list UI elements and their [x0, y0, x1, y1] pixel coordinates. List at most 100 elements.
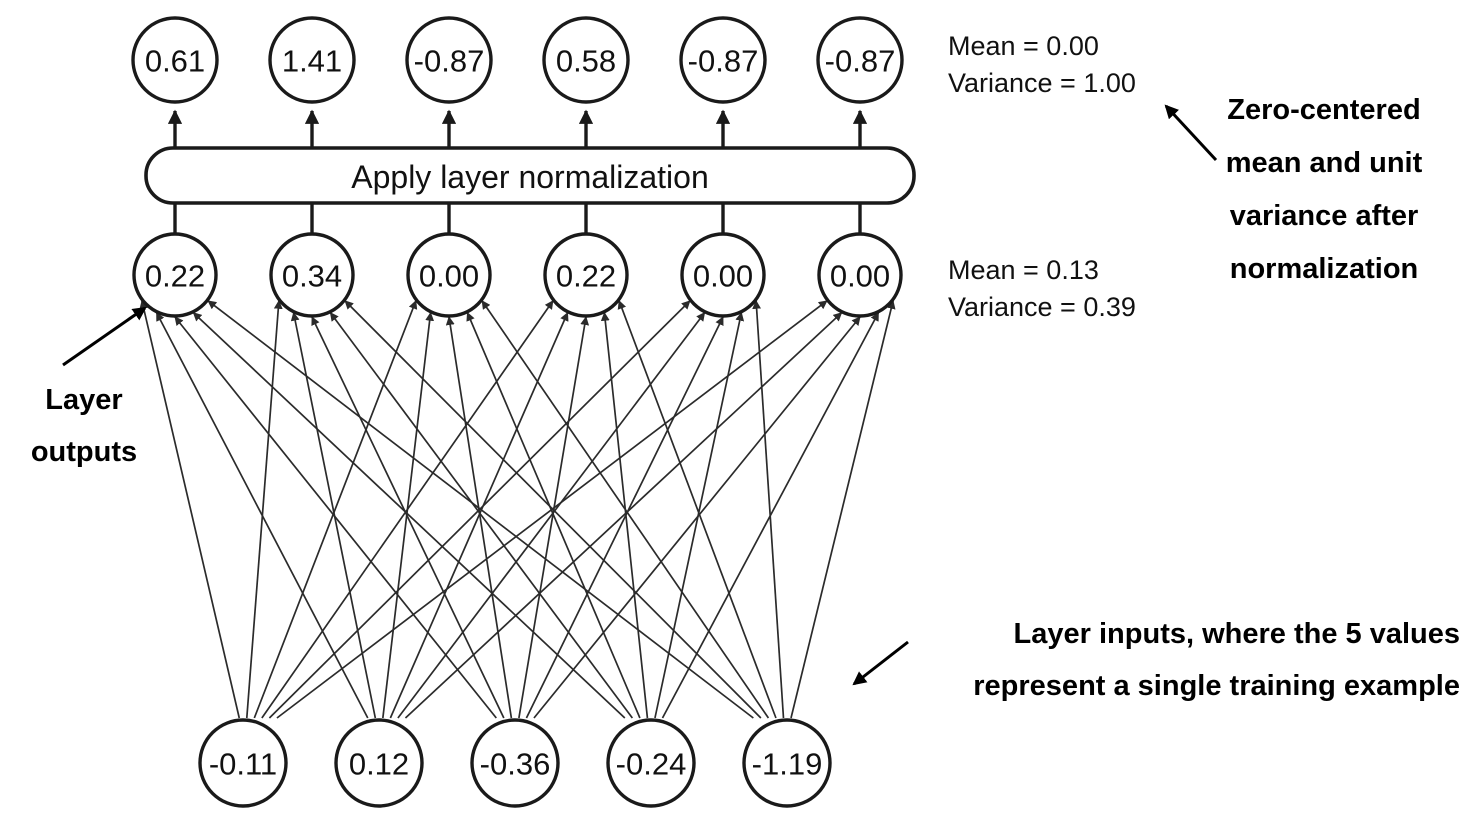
edge-input-2-to-output-1: [311, 316, 505, 719]
zero-centered-callout: Zero-centered mean and unit variance aft…: [1164, 94, 1423, 285]
normalized-output-node-5[interactable]: -0.87: [816, 16, 904, 104]
edge-input-1-to-output-5: [404, 312, 843, 719]
edge-input-3-to-output-2: [466, 311, 641, 719]
layer-input-node-4[interactable]: -1.19: [742, 718, 832, 808]
edge-input-2-to-output-2: [445, 316, 513, 719]
layer-input-node-value-1: 0.12: [349, 747, 409, 782]
layer-input-node-circle-2: [470, 718, 560, 808]
edge-input-3-to-output-4: [654, 311, 745, 719]
edge-input-1-to-output-3: [389, 311, 569, 719]
normalized-output-node-0[interactable]: 0.61: [131, 16, 219, 104]
zero-centered-callout-line-4: normalization: [1230, 253, 1419, 285]
apply-layer-normalization-box[interactable]: Apply layer normalization: [144, 146, 916, 205]
layer-output-variance-label: Variance = 0.39: [948, 292, 1136, 322]
normalized-output-node-circle-5: [816, 16, 904, 104]
layer-output-node-1[interactable]: 0.34: [269, 232, 355, 318]
layer-input-node-circle-0: [198, 718, 288, 808]
layer-input-node-circle-3: [606, 718, 696, 808]
layer-output-node-0[interactable]: 0.22: [132, 232, 218, 318]
normalized-stats: Mean = 0.00 Variance = 1.00: [948, 31, 1136, 98]
layer-outputs-callout: Layer outputs: [31, 306, 147, 468]
edge-input-3-to-output-1: [329, 312, 634, 719]
normalization-stems: [167, 109, 868, 234]
layer-output-node-circle-2: [406, 232, 492, 318]
edge-input-4-to-output-4: [752, 299, 785, 719]
edge-input-4-to-output-5: [790, 299, 896, 719]
process-box-label: Apply layer normalization: [351, 159, 709, 195]
input-to-output-edges: [139, 299, 896, 719]
edge-input-2-to-output-3: [518, 316, 590, 719]
layer-input-node-value-3: -0.24: [616, 747, 687, 782]
layer-input-node-3[interactable]: -0.24: [606, 718, 696, 808]
layer-outputs-callout-arrow-icon: [62, 306, 147, 367]
normalized-output-node-value-0: 0.61: [145, 44, 205, 79]
layer-output-node-4[interactable]: 0.00: [680, 232, 766, 318]
normalized-variance-label: Variance = 1.00: [948, 68, 1136, 98]
normalized-output-node-1[interactable]: 1.41: [268, 16, 356, 104]
layer-output-nodes: 0.22 0.34 0.00 0.22 0.00 0.00: [132, 232, 903, 318]
layer-input-node-value-4: -1.19: [752, 747, 823, 782]
layer-output-node-circle-0: [132, 232, 218, 318]
normalized-output-node-value-2: -0.87: [414, 44, 485, 79]
layer-output-node-value-1: 0.34: [282, 259, 342, 294]
layer-outputs-callout-line-2: outputs: [31, 436, 137, 468]
layer-input-node-circle-4: [742, 718, 832, 808]
normalized-output-node-value-1: 1.41: [282, 44, 342, 79]
layer-output-node-value-5: 0.00: [830, 259, 890, 294]
layer-inputs-callout: Layer inputs, where the 5 values represe…: [852, 618, 1460, 702]
layer-input-node-value-2: -0.36: [480, 747, 551, 782]
normalized-output-node-2[interactable]: -0.87: [405, 16, 493, 104]
layer-input-node-value-0: -0.11: [209, 747, 277, 782]
layer-output-node-value-3: 0.22: [556, 259, 616, 294]
layer-input-node-0[interactable]: -0.11: [198, 718, 288, 808]
layer-output-node-5[interactable]: 0.00: [817, 232, 903, 318]
normalized-output-node-value-3: 0.58: [556, 44, 616, 79]
layer-output-node-circle-4: [680, 232, 766, 318]
process-box-shape: [144, 146, 916, 205]
layer-inputs-callout-line-1: Layer inputs, where the 5 values: [1014, 618, 1460, 650]
edge-input-0-to-output-2: [253, 300, 418, 719]
zero-centered-callout-line-2: mean and unit: [1226, 147, 1423, 179]
layer-output-node-value-2: 0.00: [419, 259, 479, 294]
layer-output-node-value-4: 0.00: [693, 259, 753, 294]
layer-output-node-3[interactable]: 0.22: [543, 232, 629, 318]
edge-input-0-to-output-0: [139, 299, 241, 719]
normalized-output-node-value-5: -0.87: [825, 44, 896, 79]
zero-centered-callout-line-3: variance after: [1230, 200, 1419, 232]
normalized-output-node-3[interactable]: 0.58: [542, 16, 630, 104]
edge-input-3-to-output-3: [600, 311, 649, 719]
zero-centered-callout-arrow-icon: [1164, 104, 1218, 162]
layer-outputs-callout-line-1: Layer: [45, 384, 122, 416]
edge-input-3-to-output-0: [192, 312, 626, 719]
layer-input-node-2[interactable]: -0.36: [470, 718, 560, 808]
layer-inputs-callout-arrow-icon: [852, 640, 909, 686]
normalized-output-node-circle-2: [405, 16, 493, 104]
edge-input-1-to-output-4: [397, 312, 706, 719]
layer-output-node-circle-5: [817, 232, 903, 318]
layer-output-mean-label: Mean = 0.13: [948, 255, 1099, 285]
normalized-output-node-circle-1: [268, 16, 356, 104]
normalized-output-nodes: 0.61 1.41 -0.87 0.58 -0.87 -0.87: [131, 16, 904, 104]
edge-input-4-to-output-3: [617, 300, 777, 719]
normalized-mean-label: Mean = 0.00: [948, 31, 1099, 61]
layer-output-stats: Mean = 0.13 Variance = 0.39: [948, 255, 1136, 322]
edge-input-4-to-output-1: [344, 300, 762, 719]
normalized-output-node-value-4: -0.87: [688, 44, 759, 79]
normalized-output-node-circle-3: [542, 16, 630, 104]
normalized-output-node-4[interactable]: -0.87: [679, 16, 767, 104]
layer-output-node-circle-3: [543, 232, 629, 318]
edge-input-4-to-output-2: [481, 300, 770, 719]
layer-output-node-2[interactable]: 0.00: [406, 232, 492, 318]
zero-centered-callout-line-1: Zero-centered: [1227, 94, 1420, 126]
edge-input-0-to-output-1: [245, 299, 283, 719]
layer-output-node-value-0: 0.22: [145, 259, 205, 294]
layer-input-node-circle-1: [334, 718, 424, 808]
edge-input-2-to-output-4: [525, 316, 724, 719]
normalized-output-node-circle-4: [679, 16, 767, 104]
layer-input-nodes: -0.11 0.12 -0.36 -0.24 -1.19: [198, 718, 832, 808]
layer-input-node-1[interactable]: 0.12: [334, 718, 424, 808]
layer-inputs-callout-line-2: represent a single training example: [973, 670, 1460, 702]
edge-input-4-to-output-0: [207, 300, 754, 719]
edge-input-2-to-output-0: [174, 316, 497, 719]
